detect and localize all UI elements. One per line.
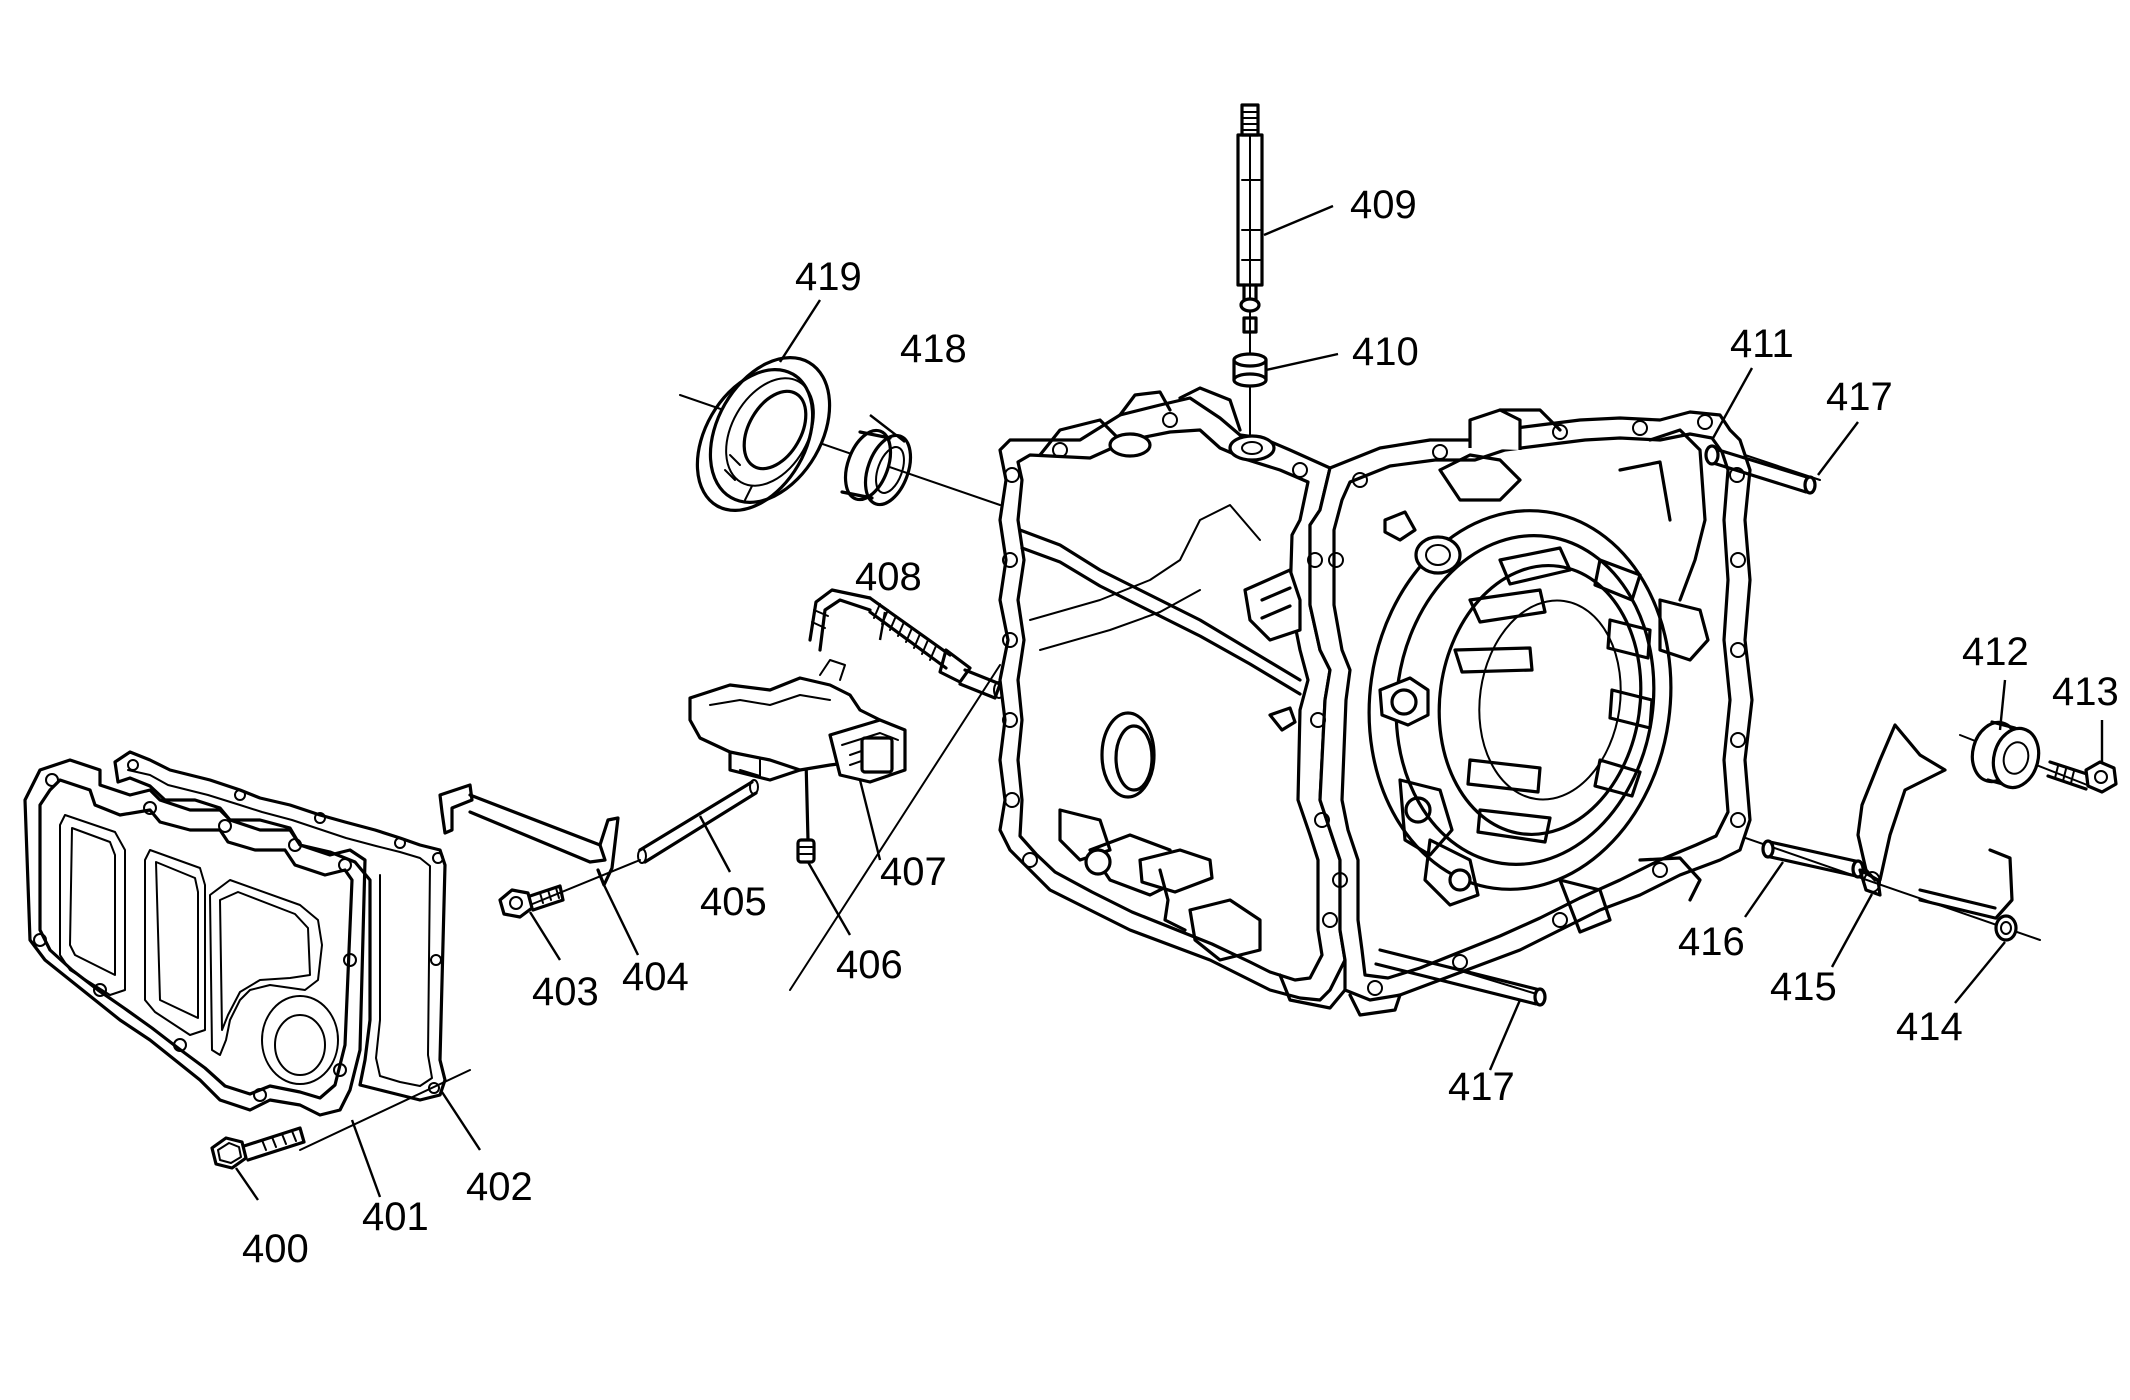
- part-401-spacer-plate: [23, 758, 367, 1117]
- callout-405: 405: [700, 880, 767, 924]
- main-transmission-case: [998, 386, 1754, 1017]
- callout-411: 411: [1730, 322, 1794, 366]
- part-410-bushing: [1232, 316, 1268, 388]
- part-408-detent-rod: [808, 588, 1005, 700]
- callout-414: 414: [1896, 1005, 1963, 1049]
- callout-418: 418: [900, 327, 967, 371]
- callout-402: 402: [466, 1165, 533, 1209]
- part-415-plate: [1856, 723, 1947, 897]
- part-418-bushing: [840, 428, 913, 507]
- part-405-shaft: [637, 779, 759, 864]
- part-406-screw: [796, 758, 816, 864]
- part-413-bolt: [2046, 760, 2118, 794]
- part-400-bolt: [210, 1126, 306, 1170]
- callout-412: 412: [1962, 630, 2029, 674]
- part-417-dowel-lower: [1374, 948, 1547, 1007]
- callout-404: 404: [622, 955, 689, 999]
- callout-401: 401: [362, 1195, 429, 1239]
- part-416-rod: [1761, 839, 1865, 879]
- callout-410: 410: [1352, 330, 1419, 374]
- part-419-seal: [695, 356, 832, 513]
- callout-416: 416: [1678, 920, 1745, 964]
- callout-415: 415: [1770, 965, 1837, 1009]
- part-417-dowel-upper: [1704, 444, 1817, 495]
- callout-408: 408: [855, 555, 922, 599]
- part-409-shaft: [1236, 103, 1264, 313]
- part-404-link: [438, 783, 620, 887]
- callout-413: 413: [2052, 670, 2119, 714]
- part-412-bushing: [1970, 720, 2041, 790]
- callout-409: 409: [1350, 183, 1417, 227]
- part-414-clip: [1918, 848, 2018, 942]
- callout-407: 407: [880, 850, 947, 894]
- callout-403: 403: [532, 970, 599, 1014]
- part-407-switch: [688, 659, 907, 784]
- callout-406: 406: [836, 943, 903, 987]
- part-403-bolt: [498, 884, 565, 919]
- part-402-gasket: [113, 750, 447, 1102]
- callout-417-lower: 417: [1448, 1065, 1515, 1109]
- callout-419: 419: [795, 255, 862, 299]
- callout-417-upper: 417: [1826, 375, 1893, 419]
- leader-lines: [235, 204, 2104, 1201]
- callout-400: 400: [242, 1227, 309, 1271]
- callout-labels: 400 401 402 403 404 405 406 407 408 409 …: [242, 183, 2119, 1271]
